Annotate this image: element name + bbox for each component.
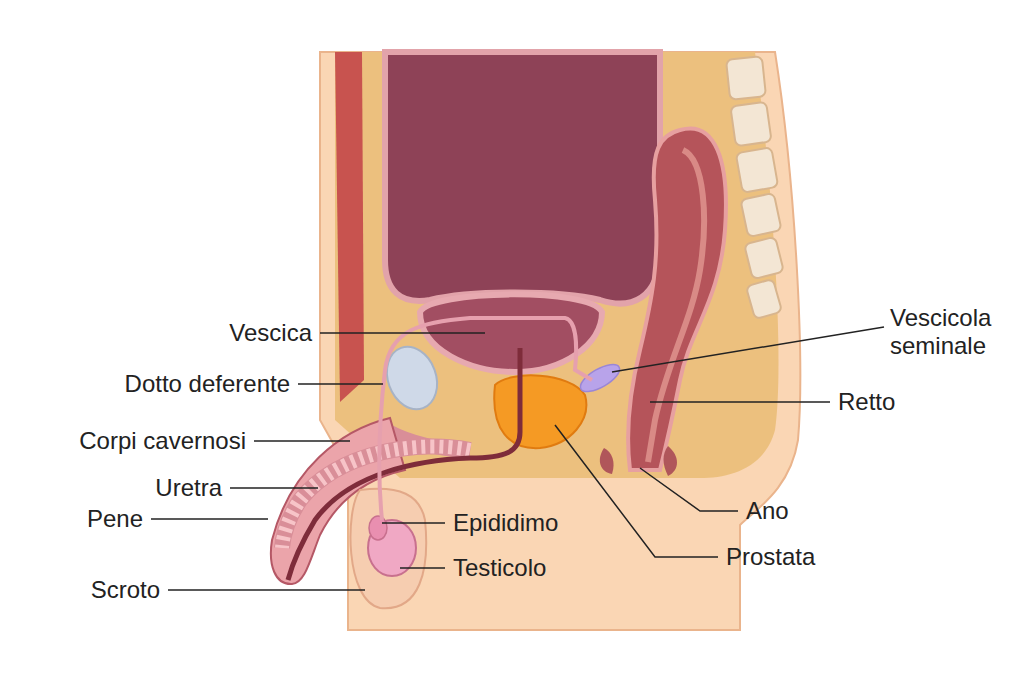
vertebra — [740, 193, 781, 237]
part-label: Pene — [87, 505, 143, 533]
part-label: Ano — [746, 497, 789, 525]
vertebra — [726, 56, 766, 100]
vertebra — [730, 102, 771, 147]
leader-line — [298, 383, 383, 385]
leader-line — [650, 401, 830, 403]
body-tissue — [335, 52, 778, 478]
leader-line — [612, 327, 884, 372]
part-label: Uretra — [155, 474, 222, 502]
leader-line — [320, 332, 485, 334]
urethra — [288, 348, 520, 580]
part-label: Testicolo — [453, 554, 546, 582]
part-label: Scroto — [91, 576, 160, 604]
part-label: Dotto deferente — [125, 370, 290, 398]
part-label: Prostata — [726, 543, 815, 571]
leader-line — [230, 487, 318, 489]
anal-sphincter — [600, 448, 614, 474]
leader-line — [382, 522, 445, 524]
rectum-lumen — [648, 150, 704, 462]
leader-line — [151, 518, 268, 520]
vertebra — [744, 237, 784, 280]
abdominal-cavity — [385, 52, 660, 303]
leader-line — [168, 589, 365, 591]
part-label: Corpi cavernosi — [79, 427, 246, 455]
part-label: Epididimo — [453, 509, 558, 537]
epididymis — [369, 516, 387, 540]
abdominal-muscle — [335, 52, 364, 402]
leader-line — [254, 440, 350, 442]
vertebra — [746, 279, 782, 319]
part-label: Retto — [838, 388, 895, 416]
part-label: Vescica — [229, 319, 312, 347]
part-label: Vescicola seminale — [890, 304, 1020, 359]
leader-lines — [151, 327, 884, 590]
vas-deferens — [379, 318, 592, 520]
anal-sphincter — [664, 446, 678, 476]
leader-line — [640, 468, 738, 511]
spine — [726, 56, 784, 319]
vertebra — [736, 147, 778, 193]
leader-line — [400, 567, 445, 569]
rectum — [628, 128, 726, 470]
seminal-vesicle — [576, 359, 623, 397]
leader-line — [555, 425, 718, 557]
prostate — [494, 375, 586, 448]
